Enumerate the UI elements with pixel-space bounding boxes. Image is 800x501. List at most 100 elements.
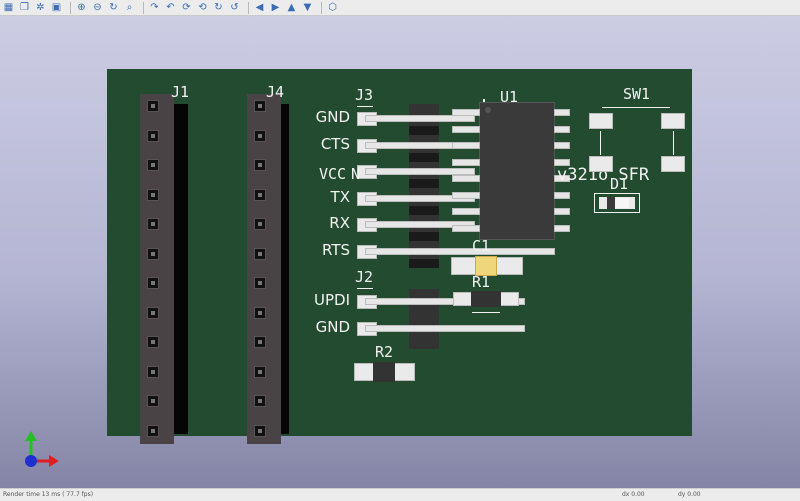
j2-pin-lead [365,298,525,305]
u1-pin-right [554,208,570,215]
sw1-left-line [600,131,601,155]
sw1-label: SW1 [623,85,651,103]
header-pin [147,188,159,201]
header-pin [254,159,266,171]
j1-header-shadow [174,104,188,434]
j3-header-band [409,205,439,215]
pan-up-icon[interactable]: ▲ [287,1,296,13]
header-pin [147,424,159,437]
header-pin [147,365,159,378]
j3-header-band [409,232,439,241]
u1-label: U1 [500,88,519,106]
header-pin [254,247,266,260]
j1-header [140,94,174,444]
header-pin [147,100,159,112]
axis-x-arrow [49,455,59,467]
j3-header-band [409,179,439,188]
toolbar-separator [143,1,144,14]
r1-pad-right [499,292,519,306]
j4-header-shadow [281,104,289,434]
u1-pin-left [452,125,480,133]
settings-icon[interactable]: ✲ [36,1,45,13]
r1-label: R1 [472,273,491,291]
copy-icon[interactable]: ❐ [20,1,29,13]
rotate-z-cw-icon[interactable]: ↻ [214,1,223,13]
toolbar-separator [248,1,249,14]
pan-right-icon[interactable]: ▶ [271,1,280,13]
u1-pin-right [554,175,570,182]
sw1-top-line [602,107,670,108]
c1-label: C1 [472,237,491,255]
c1-body [475,256,497,276]
r2-label: R2 [375,343,394,361]
rotate-x-ccw-icon[interactable]: ↶ [166,1,175,13]
header-pin [147,129,159,142]
header-pin [147,306,159,319]
rotate-y-cw-icon[interactable]: ⟳ [182,1,191,13]
sw1-pad-3 [589,156,613,172]
j3-label: J3 [355,86,374,104]
j2-label: J2 [355,268,374,286]
j3-pin-label: GND [315,108,350,126]
u1-pin-left [452,224,480,232]
j3-header-band [409,126,439,135]
j2-pin-label: UPDI [314,291,350,309]
j3-pin-lead [365,115,475,122]
j3-header-band [409,258,439,268]
d1-pad [615,198,629,208]
render-time: Render time 13 ms ( 77.7 fps) [3,491,94,498]
u1-pin-right [554,125,570,133]
axis-y-arrow [25,431,37,441]
dy-readout: dy 0.00 [678,491,701,498]
c1-pad-right [495,257,523,275]
header-pin [147,336,159,348]
rotate-y-ccw-icon[interactable]: ⟲ [198,1,207,13]
header-pin [147,159,159,171]
zoom-fit-icon[interactable]: ⌕ [126,1,133,13]
u1-pin-right [554,224,570,232]
zoom-in-icon[interactable]: ⊕ [77,1,86,13]
header-pin [254,395,266,407]
axis-z [25,455,37,467]
sw1-pad-1 [589,113,613,129]
pan-down-icon[interactable]: ▼ [303,1,312,13]
toolbar-separator [321,1,322,14]
header-pin [254,336,266,348]
j3-pin-lead [365,168,475,175]
header-pin [254,129,266,142]
zoom-out-icon[interactable]: ⊖ [93,1,102,13]
j4-label: J4 [266,83,285,101]
r1-pad-left [453,292,473,306]
refresh-icon[interactable]: ↻ [109,1,118,13]
u1-pin-right [554,109,570,116]
orthographic-icon[interactable]: ⬡ [328,1,337,13]
u1-chip [479,102,555,240]
r2-body [373,362,395,382]
status-bar: Render time 13 ms ( 77.7 fps) dx 0.00 dy… [0,488,800,501]
u1-pin-right [554,191,570,199]
j3-pin-lead [365,247,555,255]
pan-left-icon[interactable]: ◀ [255,1,264,13]
j2-underline [357,288,373,289]
toolbar-separator [70,1,71,14]
header-pin [254,277,266,289]
sw1-pad-2 [661,113,685,129]
toolbar: ▦ ❐ ✲ ▣ ⊕ ⊖ ↻ ⌕ ↷ ↶ ⟳ ⟲ ↻ ↺ ◀ ▶ ▲ ▼ ⬡ [0,0,800,16]
render-icon[interactable]: ▦ [3,1,14,13]
header-pin [147,395,159,407]
header-pin [254,365,266,378]
axis-gizmo [25,431,59,467]
u1-pin-left [452,142,480,149]
sw1-pad-4 [661,156,685,172]
silk-overlap-n: N [351,165,361,183]
u1-pin-right [554,142,570,149]
j3-pin-label: CTS [320,134,350,153]
u1-pin-right [554,158,570,166]
j4-header [247,94,281,444]
rotate-x-cw-icon[interactable]: ↷ [150,1,159,13]
raytrace-icon[interactable]: ▣ [51,1,62,13]
d1-silk-box [594,193,640,213]
rotate-z-ccw-icon[interactable]: ↺ [230,1,239,13]
